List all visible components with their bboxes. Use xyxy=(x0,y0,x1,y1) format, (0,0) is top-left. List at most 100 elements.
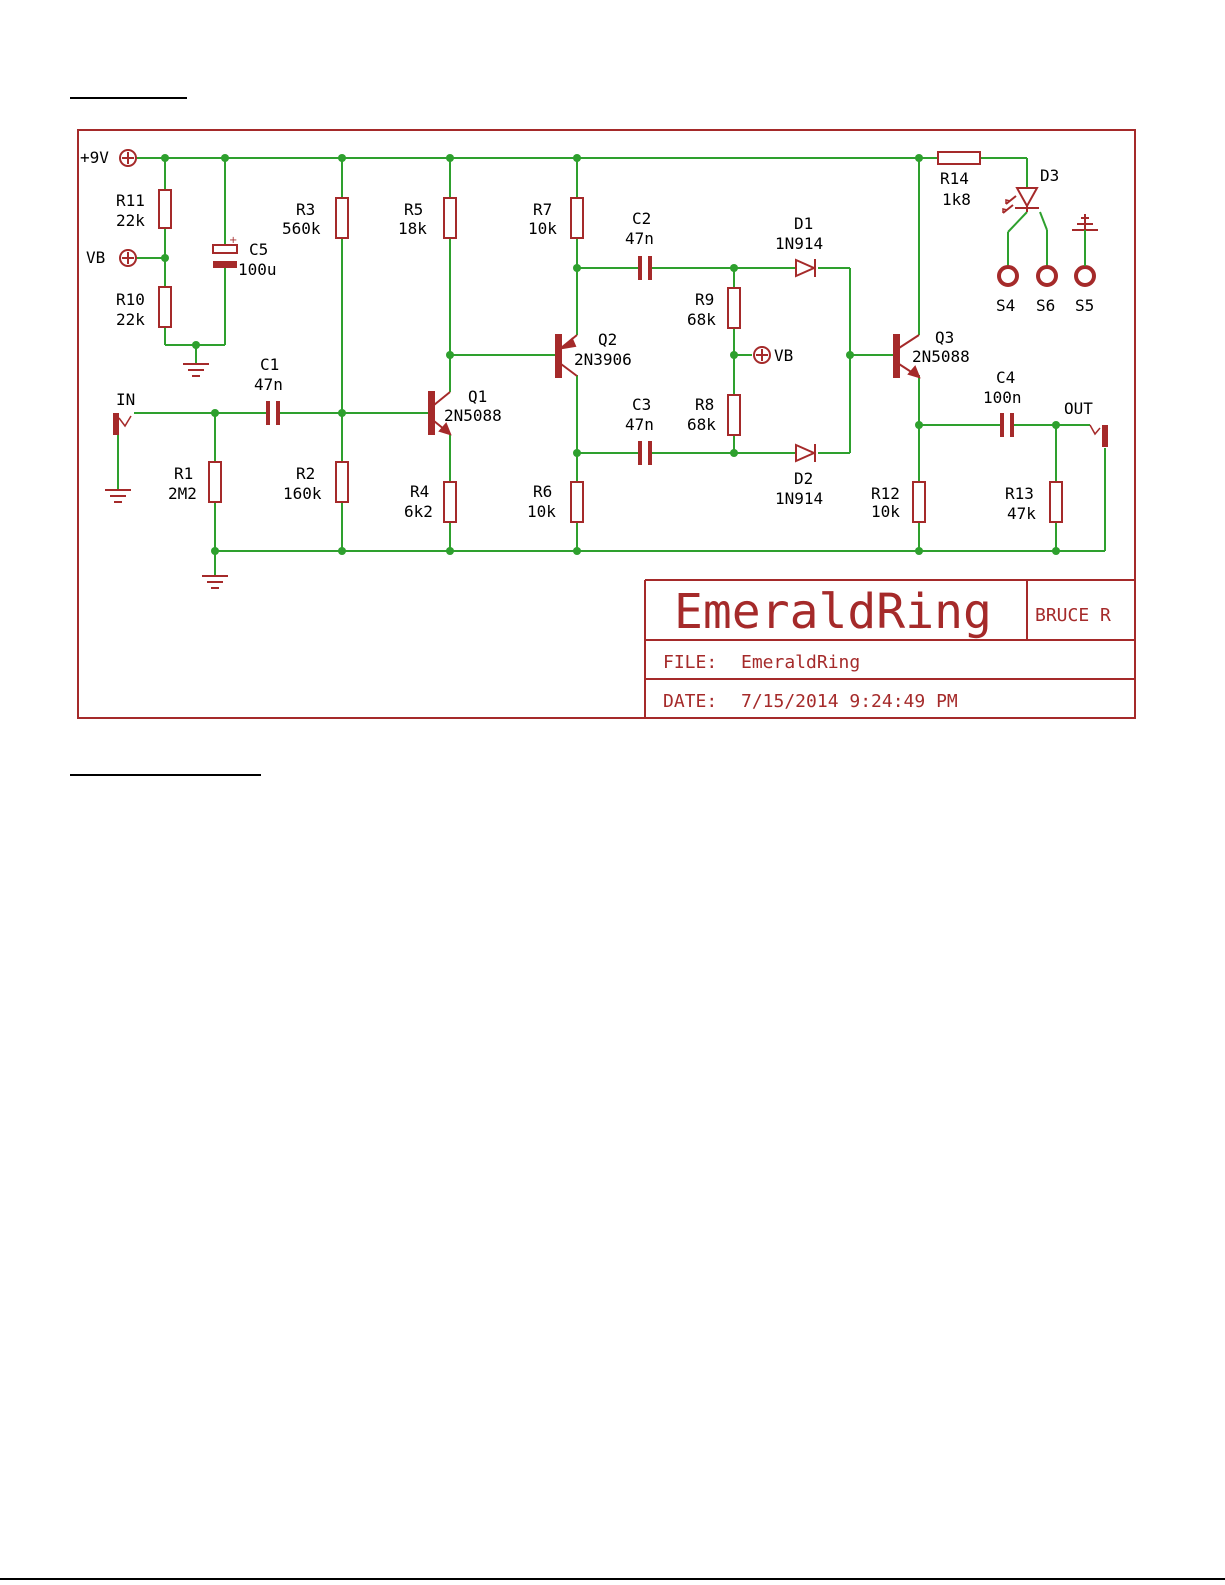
resistor-r2 xyxy=(336,462,348,502)
r10-ref: R10 xyxy=(116,290,145,309)
r8-ref: R8 xyxy=(695,395,714,414)
resistor-r1 xyxy=(209,462,221,502)
q1-ref: Q1 xyxy=(468,387,487,406)
net-label-out: OUT xyxy=(1064,399,1093,418)
r9-ref: R9 xyxy=(695,290,714,309)
r6-value: 10k xyxy=(527,502,556,521)
resistor-r10 xyxy=(159,287,171,327)
c5-value: 100u xyxy=(238,260,277,279)
capacitor-c2 xyxy=(638,256,652,280)
resistor-r13 xyxy=(1050,482,1062,522)
pad-s6 xyxy=(1038,267,1056,285)
title-block-date-label: DATE: xyxy=(663,691,717,712)
r5-value: 18k xyxy=(398,219,427,238)
c4-value: 100n xyxy=(983,388,1022,407)
title-block-author: BRUCE R xyxy=(1035,605,1111,626)
pad-s4-label: S4 xyxy=(996,296,1015,315)
capacitor-c3 xyxy=(638,441,652,465)
diode-d1 xyxy=(796,259,815,277)
r4-value: 6k2 xyxy=(404,502,433,521)
r1-ref: R1 xyxy=(174,464,193,483)
vb-port-icon xyxy=(120,250,136,266)
r2-value: 160k xyxy=(283,484,322,503)
title-block-name: EmeraldRing xyxy=(674,584,992,640)
resistor-r11 xyxy=(159,190,171,228)
d2-ref: D2 xyxy=(794,469,813,488)
vb-port-icon-2 xyxy=(754,347,770,363)
c1-value: 47n xyxy=(254,375,283,394)
resistor-r9 xyxy=(728,288,740,328)
resistor-r14 xyxy=(938,152,980,164)
resistor-r4 xyxy=(444,482,456,522)
d1-value: 1N914 xyxy=(775,234,823,253)
output-jack-icon xyxy=(1090,425,1108,447)
resistor-r3 xyxy=(336,198,348,238)
r7-value: 10k xyxy=(528,219,557,238)
capacitor-c4 xyxy=(1000,413,1014,437)
r1-value: 2M2 xyxy=(168,484,197,503)
resistor-r7 xyxy=(571,198,583,238)
ground-icon-2 xyxy=(105,490,131,502)
heading-underline-bottom xyxy=(70,774,261,776)
r9-value: 68k xyxy=(687,310,716,329)
diode-d2 xyxy=(796,444,815,462)
svg-text:+: + xyxy=(229,235,237,246)
c2-value: 47n xyxy=(625,229,654,248)
title-block-date-value: 7/15/2014 9:24:49 PM xyxy=(741,691,958,712)
title-block-file-value: EmeraldRing xyxy=(741,652,860,673)
pad-s5-label: S5 xyxy=(1075,296,1094,315)
page-footer-rule xyxy=(0,1578,1225,1580)
ground-icon-3 xyxy=(202,576,228,588)
r13-ref: R13 xyxy=(1005,484,1034,503)
pad-s4 xyxy=(999,267,1017,285)
q2-ref: Q2 xyxy=(598,330,617,349)
pad-s5 xyxy=(1076,267,1094,285)
r3-ref: R3 xyxy=(296,200,315,219)
d1-ref: D1 xyxy=(794,214,813,233)
d3-ref: D3 xyxy=(1040,166,1059,185)
net-label-vcc: +9V xyxy=(80,148,109,167)
q1-value: 2N5088 xyxy=(444,406,502,425)
resistor-r8 xyxy=(728,395,740,435)
r12-value: 10k xyxy=(871,502,900,521)
title-block-file-label: FILE: xyxy=(663,652,717,673)
q2-value: 2N3906 xyxy=(574,350,632,369)
resistor-r5 xyxy=(444,198,456,238)
pad-s6-label: S6 xyxy=(1036,296,1055,315)
resistor-r12 xyxy=(913,482,925,522)
r11-value: 22k xyxy=(116,211,145,230)
r6-ref: R6 xyxy=(533,482,552,501)
led-d3 xyxy=(1003,188,1039,213)
r4-ref: R4 xyxy=(410,482,429,501)
r2-ref: R2 xyxy=(296,464,315,483)
c2-ref: C2 xyxy=(632,209,651,228)
r12-ref: R12 xyxy=(871,484,900,503)
c1-ref: C1 xyxy=(260,355,279,374)
c3-value: 47n xyxy=(625,415,654,434)
c4-ref: C4 xyxy=(996,368,1015,387)
q3-value: 2N5088 xyxy=(912,347,970,366)
ground-icon-4 xyxy=(1072,214,1098,230)
r11-ref: R11 xyxy=(116,191,145,210)
r14-ref: R14 xyxy=(940,169,969,188)
r14-value: 1k8 xyxy=(942,190,971,209)
net-label-vb-2: VB xyxy=(774,346,793,365)
d2-value: 1N914 xyxy=(775,489,823,508)
r5-ref: R5 xyxy=(404,200,423,219)
vcc-port-icon xyxy=(120,150,136,166)
resistor-r6 xyxy=(571,482,583,522)
ground-icon xyxy=(183,364,209,376)
c3-ref: C3 xyxy=(632,395,651,414)
net-label-in: IN xyxy=(116,390,135,409)
net-label-vb: VB xyxy=(86,248,105,267)
r3-value: 560k xyxy=(282,219,321,238)
r8-value: 68k xyxy=(687,415,716,434)
c5-ref: C5 xyxy=(249,240,268,259)
q3-ref: Q3 xyxy=(935,328,954,347)
r13-value: 47k xyxy=(1007,504,1036,523)
r7-ref: R7 xyxy=(533,200,552,219)
input-jack-icon xyxy=(113,413,131,435)
capacitor-c1 xyxy=(266,401,280,425)
r10-value: 22k xyxy=(116,310,145,329)
